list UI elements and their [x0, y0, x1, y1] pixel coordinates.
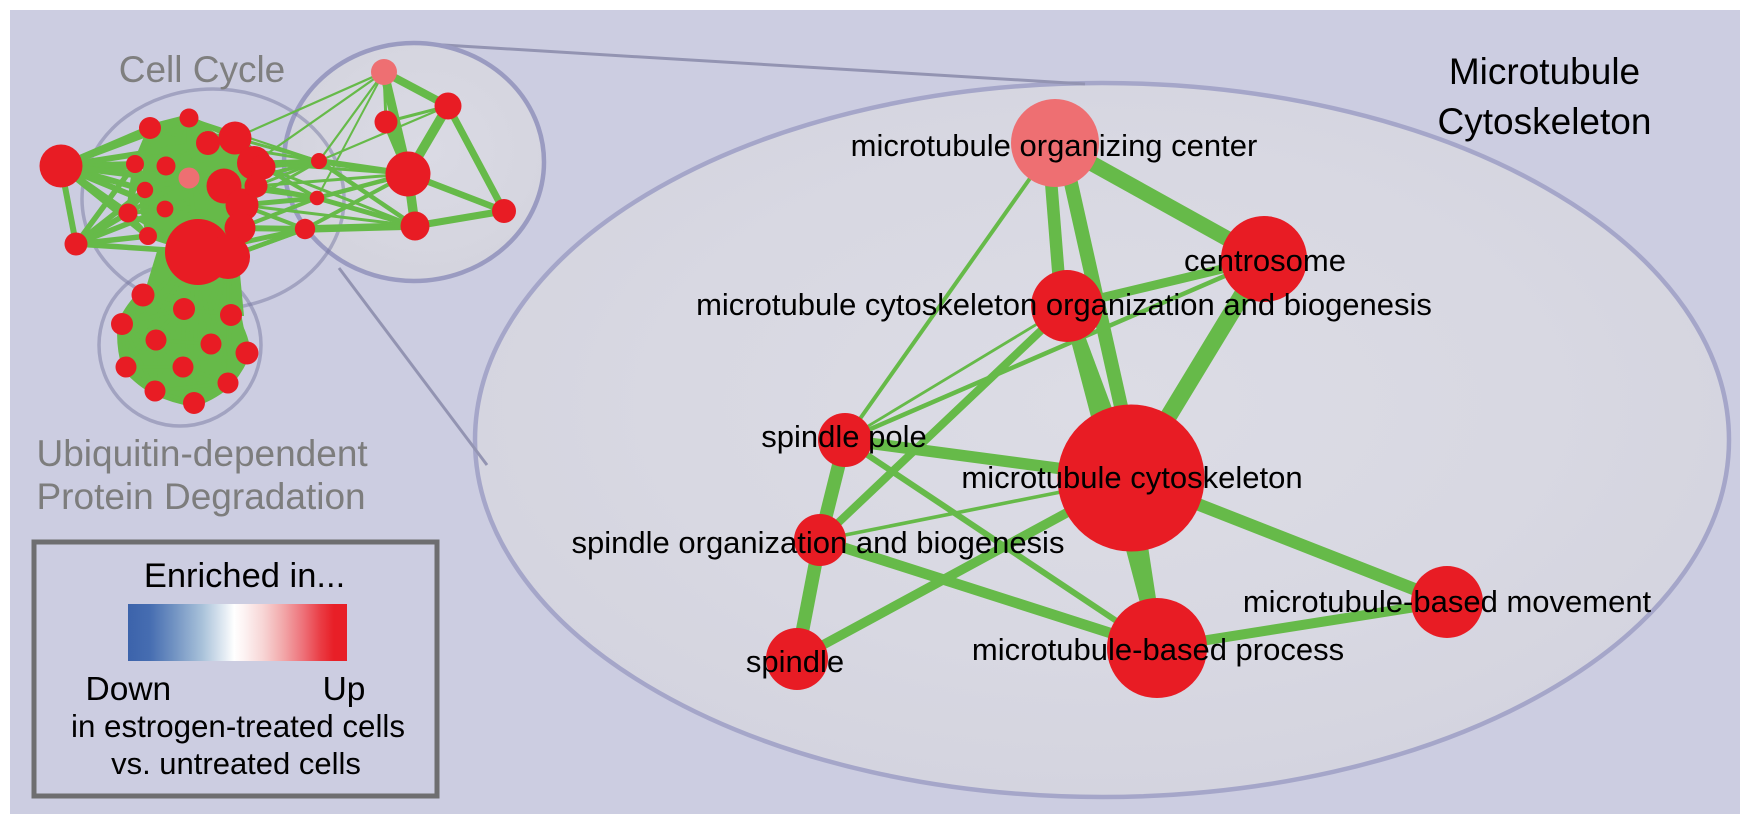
svg-text:vs. untreated cells: vs. untreated cells — [111, 746, 361, 781]
svg-text:microtubule-based movement: microtubule-based movement — [1243, 584, 1652, 619]
svg-text:Microtubule: Microtubule — [1449, 51, 1640, 92]
svg-text:Ubiquitin-dependent: Ubiquitin-dependent — [37, 433, 369, 474]
svg-text:spindle organization and bioge: spindle organization and biogenesis — [572, 525, 1065, 560]
svg-text:Cell Cycle: Cell Cycle — [119, 49, 286, 90]
svg-text:microtubule organizing center: microtubule organizing center — [851, 128, 1258, 163]
svg-text:Enriched in...: Enriched in... — [144, 557, 345, 595]
svg-text:Down: Down — [86, 671, 172, 708]
svg-text:microtubule-based process: microtubule-based process — [972, 632, 1344, 667]
svg-text:in estrogen-treated cells: in estrogen-treated cells — [71, 709, 405, 744]
svg-text:Up: Up — [323, 671, 366, 708]
svg-text:microtubule cytoskeleton: microtubule cytoskeleton — [961, 460, 1302, 495]
svg-text:Cytoskeleton: Cytoskeleton — [1438, 101, 1652, 142]
svg-text:microtubule cytoskeleton organ: microtubule cytoskeleton organization an… — [696, 287, 1432, 322]
svg-text:centrosome: centrosome — [1184, 243, 1346, 278]
svg-text:Protein Degradation: Protein Degradation — [37, 476, 366, 517]
svg-text:spindle: spindle — [746, 644, 844, 679]
svg-text:spindle pole: spindle pole — [761, 419, 926, 454]
